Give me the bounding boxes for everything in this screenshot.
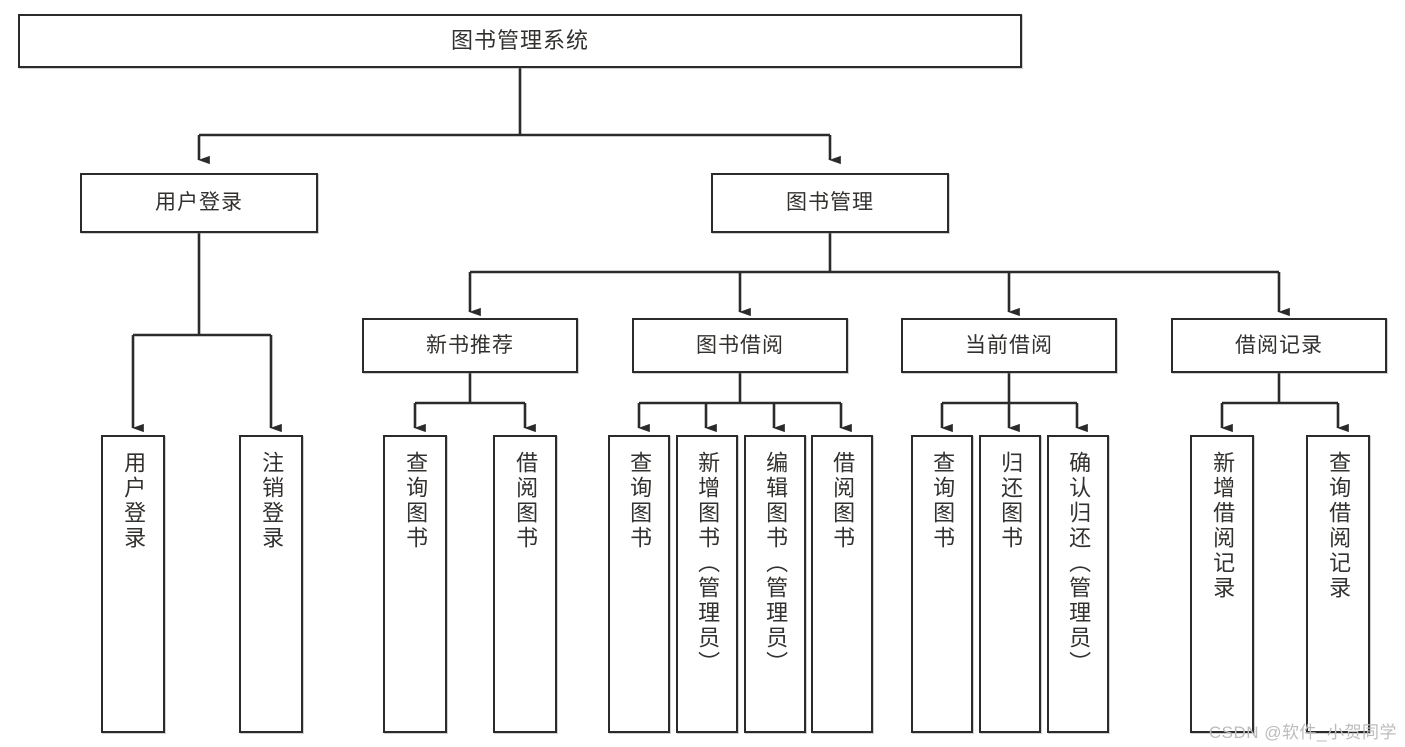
- leaf-add-record[interactable]: 新增借阅记录: [1190, 435, 1254, 733]
- leaf-borrow-book-1[interactable]: 借阅图书: [493, 435, 557, 733]
- leaf-user-login-label: 用户登录: [121, 451, 147, 551]
- node-root[interactable]: 图书管理系统: [18, 14, 1022, 68]
- leaf-confirm-return[interactable]: 确认归还（管理员）: [1047, 435, 1109, 733]
- leaf-user-logout-label: 注销登录: [259, 451, 285, 551]
- node-book-borrow[interactable]: 图书借阅: [632, 318, 848, 373]
- leaf-add-record-label: 新增借阅记录: [1210, 451, 1236, 601]
- leaf-user-login[interactable]: 用户登录: [101, 435, 165, 733]
- node-user-login-label: 用户登录: [155, 191, 243, 215]
- leaf-query-book-1-label: 查询图书: [403, 451, 429, 551]
- leaf-borrow-book-2-label: 借阅图书: [830, 451, 856, 551]
- node-current-borrow-label: 当前借阅: [965, 333, 1053, 357]
- leaf-edit-book[interactable]: 编辑图书（管理员）: [744, 435, 806, 733]
- csdn-watermark: CSDN @软件_小贺同学: [1208, 723, 1397, 742]
- leaf-edit-book-label: 编辑图书（管理员）: [763, 451, 789, 676]
- leaf-query-book-3-label: 查询图书: [930, 451, 956, 551]
- node-new-book-recommend[interactable]: 新书推荐: [362, 318, 578, 373]
- node-user-login[interactable]: 用户登录: [80, 173, 318, 233]
- leaf-query-record-label: 查询借阅记录: [1326, 451, 1352, 601]
- node-book-borrow-label: 图书借阅: [696, 333, 784, 357]
- node-root-label: 图书管理系统: [450, 27, 589, 53]
- leaf-query-book-1[interactable]: 查询图书: [383, 435, 447, 733]
- leaf-confirm-return-label: 确认归还（管理员）: [1066, 451, 1092, 676]
- leaf-borrow-book-1-label: 借阅图书: [513, 451, 539, 551]
- leaf-add-book-label: 新增图书（管理员）: [695, 451, 721, 676]
- leaf-query-record[interactable]: 查询借阅记录: [1306, 435, 1370, 733]
- leaf-borrow-book-2[interactable]: 借阅图书: [811, 435, 873, 733]
- leaf-return-book[interactable]: 归还图书: [979, 435, 1041, 733]
- node-current-borrow[interactable]: 当前借阅: [901, 318, 1117, 373]
- node-book-manage[interactable]: 图书管理: [711, 173, 949, 233]
- node-borrow-record[interactable]: 借阅记录: [1171, 318, 1387, 373]
- leaf-return-book-label: 归还图书: [998, 451, 1024, 551]
- leaf-query-book-3[interactable]: 查询图书: [911, 435, 973, 733]
- node-new-book-recommend-label: 新书推荐: [426, 333, 514, 357]
- leaf-query-book-2-label: 查询图书: [627, 451, 653, 551]
- leaf-query-book-2[interactable]: 查询图书: [608, 435, 670, 733]
- node-borrow-record-label: 借阅记录: [1235, 333, 1323, 357]
- node-book-manage-label: 图书管理: [786, 191, 874, 215]
- leaf-user-logout[interactable]: 注销登录: [239, 435, 303, 733]
- leaf-add-book[interactable]: 新增图书（管理员）: [676, 435, 738, 733]
